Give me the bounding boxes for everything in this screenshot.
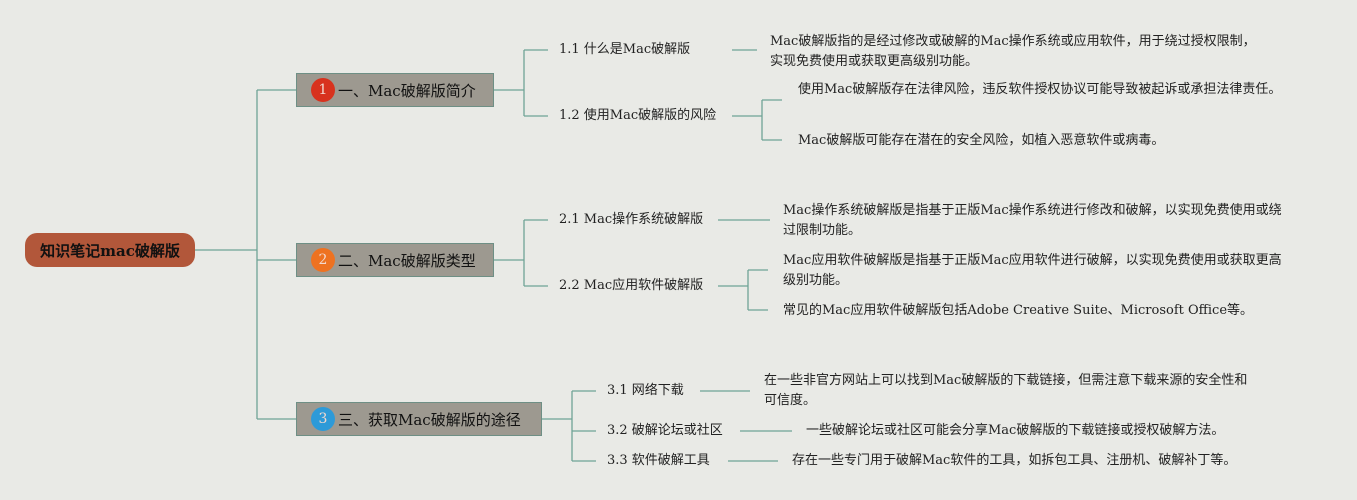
note-2-2-1: Mac应用软件破解版是指基于正版Mac应用软件进行破解，以实现免费使用或获取更高… <box>783 253 1282 288</box>
note-1-2-1: 使用Mac破解版存在法律风险，违反软件授权协议可能导致被起诉或承担法律责任。 <box>798 82 1282 97</box>
subtopic-3-2[interactable]: 3.2 破解论坛或社区 <box>607 423 723 438</box>
branch-node-3[interactable]: 3 三、获取Mac破解版的途径 <box>296 402 542 436</box>
note-3-1-1: 在一些非官方网站上可以找到Mac破解版的下载链接，但需注意下载来源的安全性和可信… <box>764 373 1248 408</box>
subtopic-1-2[interactable]: 1.2 使用Mac破解版的风险 <box>559 108 717 123</box>
subtopic-3-1[interactable]: 3.1 网络下载 <box>607 383 684 398</box>
number-badge-2: 2 <box>311 248 335 272</box>
root-title: 知识笔记mac破解版 <box>40 241 180 260</box>
subtopic-1-1[interactable]: 1.1 什么是Mac破解版 <box>559 42 691 57</box>
note-2-2-2: 常见的Mac应用软件破解版包括Adobe Creative Suite、Micr… <box>783 303 1254 318</box>
branch-node-1[interactable]: 1 一、Mac破解版简介 <box>296 73 494 107</box>
branch-title-2: 二、Mac破解版类型 <box>338 251 476 270</box>
root-node[interactable]: 知识笔记mac破解版 <box>25 233 195 267</box>
note-3-2-1: 一些破解论坛或社区可能会分享Mac破解版的下载链接或授权破解方法。 <box>806 423 1225 438</box>
branch-node-2[interactable]: 2 二、Mac破解版类型 <box>296 243 494 277</box>
subtopic-2-1[interactable]: 2.1 Mac操作系统破解版 <box>559 212 704 227</box>
note-2-1-1: Mac操作系统破解版是指基于正版Mac操作系统进行修改和破解，以实现免费使用或绕… <box>783 203 1282 238</box>
note-1-1-1: Mac破解版指的是经过修改或破解的Mac操作系统或应用软件，用于绕过授权限制，实… <box>770 34 1256 69</box>
note-3-3-1: 存在一些专门用于破解Mac软件的工具，如拆包工具、注册机、破解补丁等。 <box>792 453 1237 468</box>
subtopic-3-3[interactable]: 3.3 软件破解工具 <box>607 453 710 468</box>
note-1-2-2: Mac破解版可能存在潜在的安全风险，如植入恶意软件或病毒。 <box>798 133 1165 148</box>
branch-title-3: 三、获取Mac破解版的途径 <box>338 410 521 429</box>
number-badge-1: 1 <box>311 78 335 102</box>
branch-title-1: 一、Mac破解版简介 <box>338 81 476 100</box>
number-badge-3: 3 <box>311 407 335 431</box>
subtopic-2-2[interactable]: 2.2 Mac应用软件破解版 <box>559 278 704 293</box>
